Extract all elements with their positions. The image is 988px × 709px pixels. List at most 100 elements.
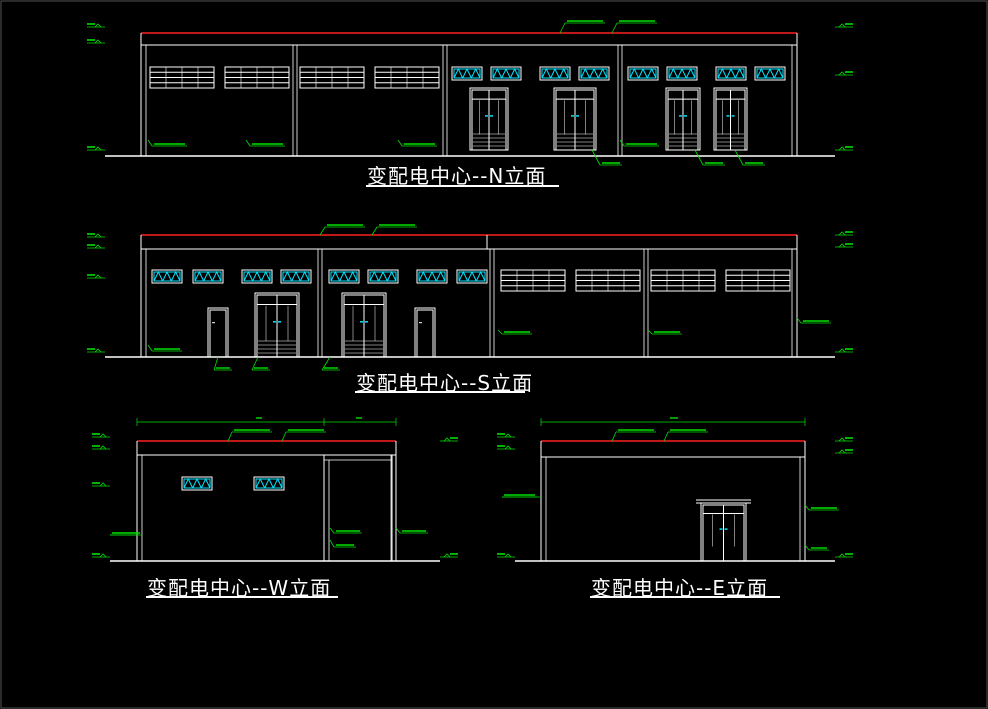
level-triangle (838, 243, 846, 248)
window-frame (490, 66, 522, 81)
window-hatch (153, 270, 181, 282)
level-marker (87, 39, 105, 44)
level-triangle (94, 23, 102, 28)
leader-line (147, 344, 153, 352)
level-triangle (838, 437, 846, 442)
door-frame (207, 307, 229, 358)
door-frame (414, 307, 436, 358)
high-window (754, 66, 786, 81)
level-triangle (99, 445, 107, 450)
window-frame (451, 66, 483, 81)
annotation-leader (227, 429, 272, 442)
level-marker (835, 231, 853, 236)
window-frame (578, 66, 610, 81)
double-door (700, 502, 747, 562)
high-window (367, 269, 399, 284)
leader-line (329, 527, 335, 534)
window-hatch (756, 67, 784, 79)
leader-line (227, 431, 233, 442)
east-title-underline (590, 596, 780, 598)
window-hatch (255, 477, 283, 489)
level-triangle (94, 274, 102, 279)
leader-line (251, 356, 259, 371)
door-leaf (209, 309, 227, 358)
high-window (151, 269, 183, 284)
level-triangle (94, 244, 102, 249)
annotation-leader (591, 149, 622, 166)
high-window (328, 269, 360, 284)
annotation-leader (734, 149, 765, 166)
leader-line (591, 149, 601, 166)
level-triangle (838, 71, 846, 76)
level-triangle (838, 23, 846, 28)
annotation-leader (611, 20, 657, 34)
level-marker (497, 433, 515, 438)
window-frame (241, 269, 273, 284)
window-hatch (668, 67, 696, 79)
level-triangle (94, 39, 102, 44)
level-triangle (99, 553, 107, 558)
high-window (539, 66, 571, 81)
level-marker (440, 553, 458, 558)
leader-line (694, 149, 704, 166)
level-marker (835, 23, 853, 28)
double-door (553, 87, 597, 151)
level-marker (440, 437, 458, 442)
annotation-leader (804, 504, 839, 511)
leader-line (611, 431, 617, 442)
louver-vent (500, 269, 566, 292)
annotation-leader (147, 139, 187, 147)
leader-line (647, 329, 653, 335)
high-window (627, 66, 659, 81)
single-door (207, 307, 229, 358)
window-frame (253, 476, 285, 491)
level-triangle (838, 553, 846, 558)
annotation-leader (397, 139, 437, 147)
louver-vent (149, 66, 215, 89)
annotation-leader (245, 139, 285, 147)
leader-line (147, 139, 153, 147)
annotation-leader (329, 539, 356, 548)
louver-vent (299, 66, 365, 89)
level-marker (835, 71, 853, 76)
window-frame (328, 269, 360, 284)
high-window (192, 269, 224, 284)
leader-line (281, 431, 287, 442)
level-triangle (838, 231, 846, 236)
double-door (665, 87, 701, 151)
window-hatch (717, 67, 745, 79)
leader-line (497, 329, 503, 335)
window-frame (181, 476, 213, 491)
window-hatch (629, 67, 657, 79)
annotation-leader (497, 329, 532, 335)
double-door (713, 87, 748, 151)
leader-line (319, 226, 326, 236)
annotation-leader (281, 429, 326, 442)
leader-line (395, 527, 401, 534)
window-frame (192, 269, 224, 284)
high-window (456, 269, 488, 284)
annotation-leader (619, 139, 659, 147)
annotation-leader (804, 544, 829, 551)
double-door (341, 292, 387, 358)
annotation-leader (319, 224, 365, 236)
high-window (280, 269, 312, 284)
level-triangle (94, 146, 102, 151)
annotation-leader (147, 344, 182, 352)
leader-line (804, 504, 810, 511)
annotation-leader (559, 20, 605, 34)
window-frame (416, 269, 448, 284)
level-marker (87, 244, 105, 249)
window-hatch (418, 270, 446, 282)
level-triangle (504, 553, 512, 558)
louver-vent (575, 269, 641, 292)
annotation-leader (251, 356, 270, 371)
window-frame (539, 66, 571, 81)
leader-line (804, 544, 810, 551)
east-elevation (497, 417, 853, 562)
level-marker (497, 445, 515, 450)
window-hatch (183, 477, 211, 489)
window-frame (627, 66, 659, 81)
level-triangle (504, 445, 512, 450)
level-marker (835, 146, 853, 151)
